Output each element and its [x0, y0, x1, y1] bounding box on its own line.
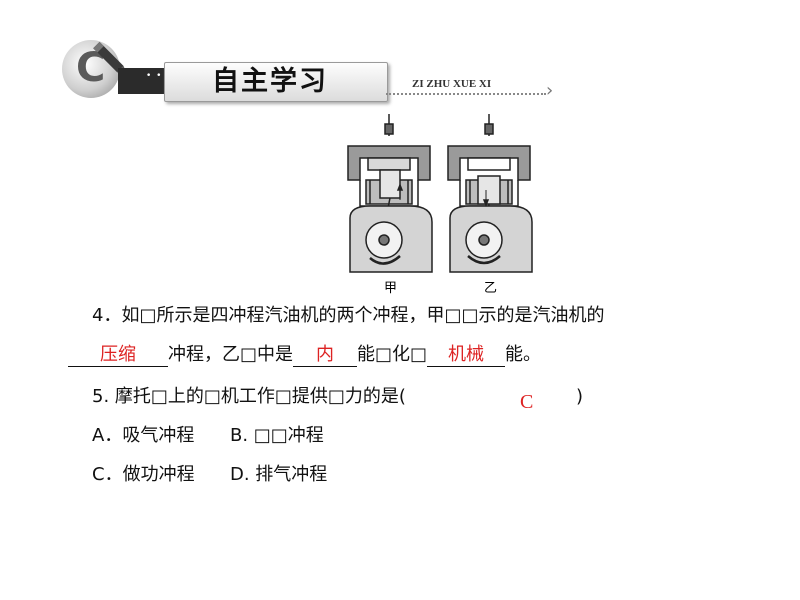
engine-right [447, 114, 533, 273]
q4-answer2: 内 [293, 344, 358, 367]
logo-badge [62, 40, 120, 98]
q5-option-d: D. 排气冲程 [230, 464, 328, 485]
q5-answer: C [520, 391, 534, 413]
banner-dark-block [118, 68, 164, 94]
q5-option-a: A．吸气冲程 [92, 425, 195, 446]
q4-answer3: 机械 [427, 344, 506, 367]
q4-text4: 能。 [505, 344, 542, 365]
banner-dots: • • • [146, 71, 173, 81]
engine-diagram: 甲 乙 [347, 114, 533, 296]
section-pinyin: ZI ZHU XUE XI [412, 78, 492, 90]
q5-close-paren: ) [576, 386, 584, 407]
section-banner [164, 62, 388, 102]
section-title: 自主学习 [212, 66, 328, 97]
arrow-right-icon: › [546, 80, 554, 101]
engine-left [347, 114, 433, 273]
q5-option-b: B. □□冲程 [230, 425, 324, 446]
figure-label-left: 甲 [384, 281, 397, 296]
q4-text3: 能□化□ [357, 344, 428, 365]
q4-answer1: 压缩 [68, 344, 168, 367]
q4-text2: 冲程，乙□中是 [168, 344, 294, 365]
q4-line2: 压缩冲程，乙□中是内能□化□机械能。 [68, 343, 541, 367]
q5-stem: 5. 摩托□上的□机工作□提供□力的是( [92, 386, 406, 407]
q5-option-c: C．做功冲程 [92, 464, 195, 485]
q4-line1: 4．如□所示是四冲程汽油机的两个冲程，甲□□示的是汽油机的 [92, 305, 605, 326]
figure-label-right: 乙 [484, 281, 497, 296]
header-dotted-line [386, 93, 546, 95]
